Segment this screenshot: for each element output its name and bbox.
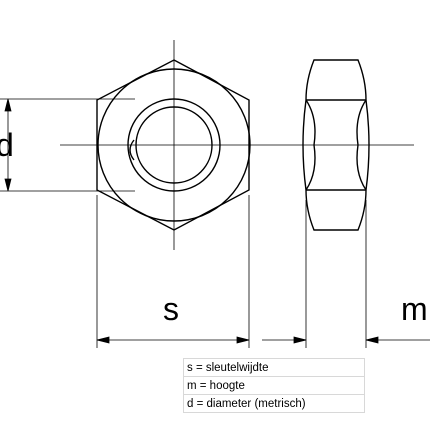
side-lower-face-right: [356, 144, 367, 191]
legend-row: m = hoogte: [183, 376, 365, 395]
d-arrow-bottom: [4, 178, 12, 192]
side-upper-face-right: [356, 99, 367, 146]
m-dimension: [262, 200, 430, 348]
s-dimension: [96, 195, 250, 348]
m-arrow-left: [293, 336, 307, 344]
d-arrow-top: [4, 98, 12, 112]
legend-table: s = sleutelwijdte m = hoogte d = diamete…: [183, 358, 365, 413]
label-s: s: [163, 291, 179, 327]
centerlines: [60, 40, 414, 250]
legend-cell-m: m = hoogte: [183, 376, 365, 395]
s-arrow-right: [236, 336, 250, 344]
d-dimension: [0, 98, 135, 192]
legend-cell-s: s = sleutelwijdte: [183, 358, 365, 377]
label-d: d: [0, 127, 14, 163]
s-arrow-left: [96, 336, 110, 344]
label-m: m: [401, 291, 428, 327]
legend-cell-d: d = diameter (metrisch): [183, 394, 365, 413]
legend-row: d = diameter (metrisch): [183, 394, 365, 413]
legend-row: s = sleutelwijdte: [183, 358, 365, 377]
side-view: [302, 59, 370, 231]
side-upper-face-left: [305, 99, 316, 146]
side-lower-face-left: [305, 144, 316, 191]
thread-start-mark: [129, 139, 135, 161]
m-arrow-right: [365, 336, 379, 344]
dimension-labels: d s m: [0, 127, 428, 327]
